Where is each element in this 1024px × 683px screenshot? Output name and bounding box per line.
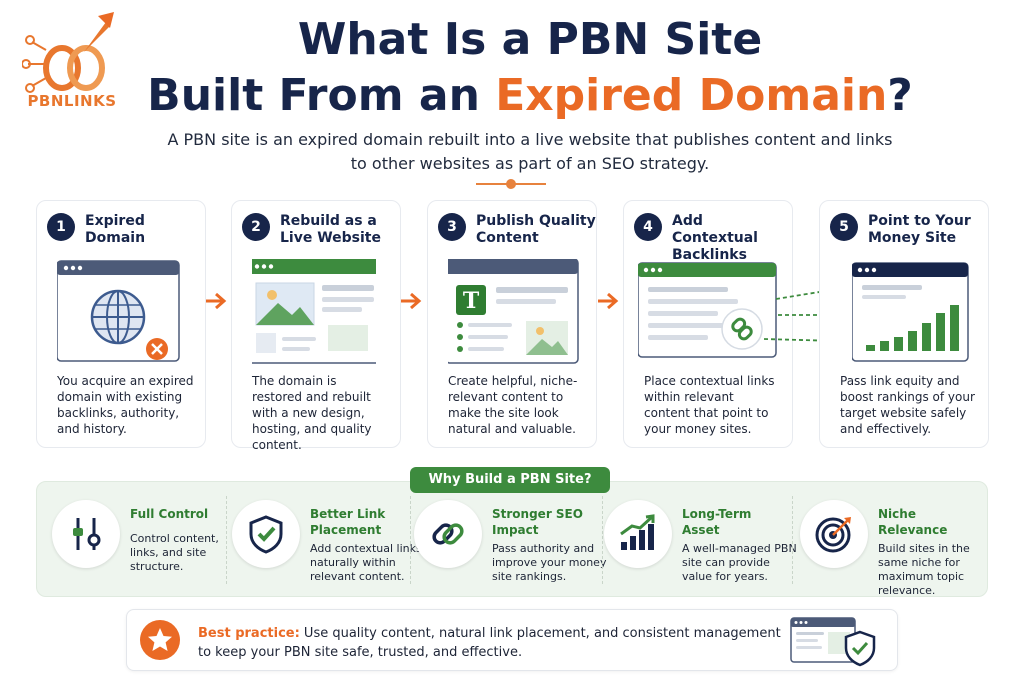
step-title: Add Contextual Backlinks [672,213,758,263]
benefit-description: Build sites in the same niche for maximu… [878,542,970,597]
step-card-1: 1 Expired Domain You acquire an expired … [36,200,206,448]
expired-domain-icon [57,260,180,362]
step-card-3: 3 Publish Quality Content T Create helpf… [427,200,597,448]
target-icon [800,500,868,568]
benefit-description: Pass authority and improve your money si… [492,542,607,583]
step-number: 4 [634,213,662,241]
step-title: Publish Quality Content [476,213,596,246]
secure-site-icon [790,617,876,667]
step-description: The domain is restored and rebuilt with … [252,374,372,452]
title-line-2-prefix: Built From an [147,70,496,121]
step-title: Expired Domain [85,213,146,246]
pbnlinks-logo-icon [22,12,114,93]
title-divider-dot [506,179,516,189]
benefit-title: Full Control [130,507,209,521]
step-number: 1 [47,213,75,241]
title-line-2: Built From an Expired Domain? [110,68,950,124]
step-description: You acquire an expired domain with exist… [57,374,194,436]
benefit-description: Add contextual links naturally within re… [310,542,422,583]
title-line-1: What Is a PBN Site [297,14,763,65]
step-number: 5 [830,213,858,241]
page-title: What Is a PBN Site Built From an Expired… [110,12,950,124]
step-description: Create helpful, niche-relevant content t… [448,374,578,436]
chain-link-icon [414,500,482,568]
step-card-5: 5 Point to Your Money Site Pass link equ… [819,200,989,448]
benefit-separator [602,496,603,584]
arrow-right-icon [206,292,227,310]
title-accent: Expired Domain [495,70,888,121]
arrow-right-icon [598,292,619,310]
best-practice-label: Best practice: [198,626,300,641]
shield-check-icon [232,500,300,568]
benefit-title: Niche Relevance [878,507,948,537]
step-description: Pass link equity and boost rankings of y… [840,374,975,436]
why-heading: Why Build a PBN Site? [410,467,610,493]
step-number: 2 [242,213,270,241]
website-rebuild-icon [252,259,376,364]
step-title: Point to Your Money Site [868,213,971,246]
step-description: Place contextual links within relevant c… [644,374,775,436]
step-card-4: 4 Add Contextual Backlinks Place context… [623,200,845,448]
contextual-backlinks-icon [638,262,845,358]
best-practice-body: Use quality content, natural link placem… [198,626,781,660]
benefit-description: A well-managed PBN site can provide valu… [682,542,797,583]
money-site-growth-icon [852,262,969,362]
best-practice-text: Best practice: Use quality content, natu… [198,624,788,662]
benefit-separator [226,496,227,584]
benefit-separator [792,496,793,584]
arrow-right-icon [401,292,422,310]
svg-text:T: T [463,288,480,314]
step-card-2: 2 Rebuild as a Live Website The domain i… [231,200,401,452]
benefit-description: Control content, links, and site structu… [130,532,219,573]
brand-logo-text: PBNLINKS [27,92,117,110]
benefit-title: Stronger SEO Impact [492,507,583,537]
publish-content-icon: T [448,259,579,364]
benefit-title: Better Link Placement [310,507,386,537]
best-practice-box [126,609,898,671]
control-sliders-icon [52,500,120,568]
step-title: Rebuild as a Live Website [280,213,381,246]
growth-chart-icon [604,500,672,568]
page-subtitle: A PBN site is an expired domain rebuilt … [167,130,893,173]
benefit-title: Long-Term Asset [682,507,752,537]
title-line-2-suffix: ? [887,70,913,121]
step-number: 3 [438,213,466,241]
benefit-separator [410,496,411,584]
star-badge-icon [140,620,180,660]
